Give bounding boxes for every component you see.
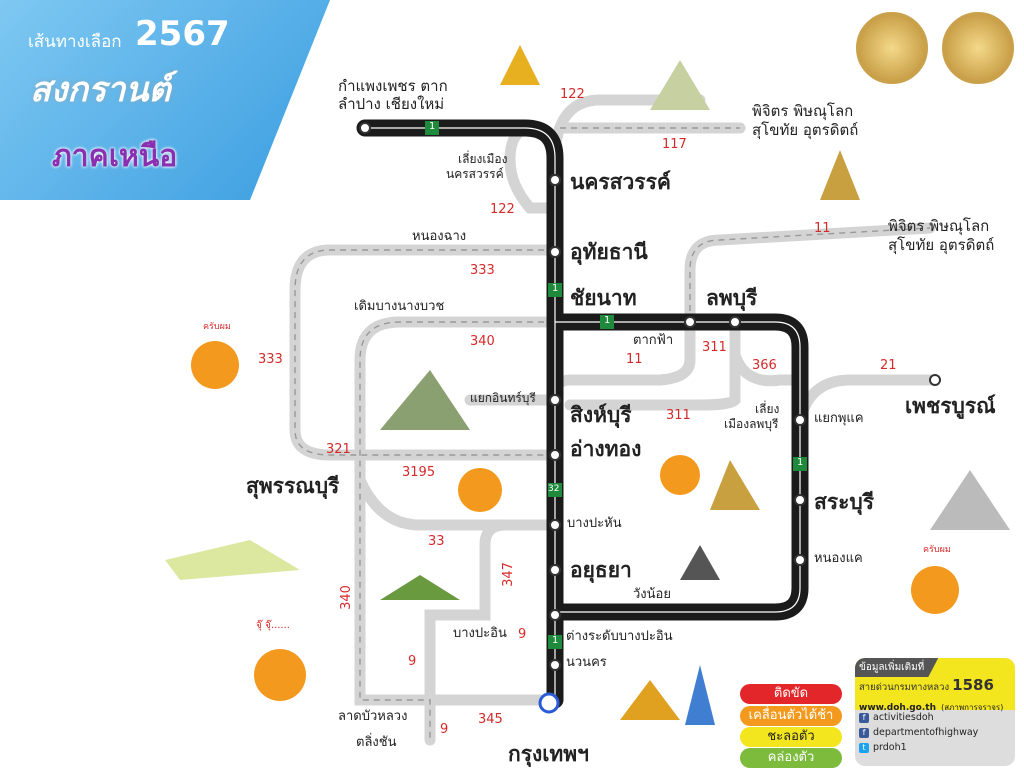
place-bangkok: กรุงเทพฯ bbox=[508, 742, 589, 766]
website-link[interactable]: www.doh.go.th bbox=[859, 703, 936, 713]
mascot-speech: ครับผม bbox=[923, 545, 951, 555]
facebook-name: activitiesdoh bbox=[873, 712, 934, 723]
place-nawanakorn: นวนคร bbox=[566, 655, 607, 670]
place-phetchabun: เพชรบูรณ์ bbox=[905, 394, 996, 418]
hotline-number[interactable]: 1586 bbox=[952, 676, 994, 694]
place-sukhothai-2: สุโขทัย อุตรดิตถ์ bbox=[888, 236, 995, 254]
highway-1-shield: 1 bbox=[429, 121, 436, 132]
mascot-icon bbox=[911, 566, 959, 614]
route-number: 366 bbox=[752, 358, 777, 373]
facebook-link-1[interactable]: f activitiesdoh bbox=[855, 710, 1015, 725]
route-number: 333 bbox=[258, 352, 283, 367]
place-phichit-2: พิจิตร พิษณุโลก bbox=[888, 217, 990, 235]
place-nakhonsawan: นครสวรรค์ bbox=[570, 170, 671, 194]
route-number: 33 bbox=[428, 534, 445, 549]
bangkok-pin-icon bbox=[538, 692, 560, 714]
banner-region: ภาคเหนือ bbox=[52, 139, 178, 174]
place-interchange: ต่างระดับบางปะอิน bbox=[566, 629, 673, 644]
highway-1-shield: 1 bbox=[604, 315, 611, 326]
place-sukhothai-1: สุโขทัย อุตรดิตถ์ bbox=[752, 121, 859, 139]
legend-free-flowing: คล่องตัว bbox=[740, 748, 842, 768]
mascot-icon bbox=[458, 468, 502, 512]
route-number: 122 bbox=[490, 202, 515, 217]
title-banner: เส้นทางเลือก 2567 สงกรานต์ ภาคเหนือ bbox=[0, 0, 330, 200]
highway-1-shield: 1 bbox=[552, 635, 559, 646]
route-number: 122 bbox=[560, 87, 585, 102]
place-nongkhae: หนองแค bbox=[814, 551, 863, 566]
highway-32-shield: 32 bbox=[548, 484, 560, 494]
place-bypass-ns: เลี่ยงเมือง bbox=[458, 152, 508, 166]
place-lopburi: ลพบุรี bbox=[706, 286, 758, 310]
route-number: 340 bbox=[338, 585, 354, 610]
place-wangnoi: วังน้อย bbox=[633, 587, 671, 602]
place-bypass-lb-2: เมืองลพบุรี bbox=[724, 417, 779, 431]
place-yaekphukhae: แยกพุแค bbox=[814, 411, 864, 426]
route-number: 321 bbox=[326, 442, 351, 457]
info-box: ข้อมูลเพิ่มเติมที่ สายด่วนกรมทางหลวง 158… bbox=[855, 658, 1015, 766]
place-singburi: สิงห์บุรี bbox=[570, 403, 632, 427]
hotline-label: สายด่วนกรมทางหลวง bbox=[859, 682, 950, 693]
route-number: 345 bbox=[478, 712, 503, 727]
place-kamphaeng: กำแพงเพชร ตาก bbox=[338, 77, 448, 95]
place-nongchang: หนองฉาง bbox=[412, 229, 467, 244]
place-yaekinburi: แยกอินทร์บุรี bbox=[470, 391, 536, 405]
mascot-speech: ครับผม bbox=[203, 322, 231, 332]
route-number: 21 bbox=[880, 358, 897, 373]
banner-subtitle: เส้นทางเลือก bbox=[28, 32, 122, 52]
facebook-name: departmentofhighway bbox=[873, 727, 979, 738]
place-ayutthaya: อยุธยา bbox=[570, 558, 632, 582]
seal-logo-2 bbox=[942, 12, 1014, 84]
place-suphan: สุพรรณบุรี bbox=[246, 474, 340, 498]
place-latbualuang: ลาดบัวหลวง bbox=[338, 709, 408, 724]
legend-slow-moving: เคลื่อนตัวได้ช้า bbox=[740, 706, 842, 726]
info-heading: ข้อมูลเพิ่มเติมที่ bbox=[855, 658, 939, 677]
place-bangpahan: บางปะหัน bbox=[567, 516, 622, 531]
twitter-name: prdoh1 bbox=[873, 742, 907, 753]
route-number: 9 bbox=[518, 627, 527, 642]
place-uthai: อุทัยธานี bbox=[570, 240, 648, 264]
twitter-link[interactable]: t prdoh1 bbox=[855, 740, 1015, 755]
route-number: 11 bbox=[814, 221, 831, 236]
place-bypass-lb: เลี่ยง bbox=[755, 402, 780, 416]
route-number: 311 bbox=[702, 340, 727, 355]
place-bangpain: บางปะอิน bbox=[453, 626, 507, 641]
route-number: 3195 bbox=[402, 465, 436, 480]
mascot-icon bbox=[660, 455, 700, 495]
highway-shield-icons bbox=[425, 121, 807, 649]
place-talingchan: ตลิ่งชัน bbox=[356, 735, 397, 750]
facebook-icon: f bbox=[859, 727, 869, 738]
route-number: 347 bbox=[500, 562, 516, 587]
route-number: 117 bbox=[662, 137, 687, 152]
facebook-link-2[interactable]: f departmentofhighway bbox=[855, 725, 1015, 740]
route-number: 11 bbox=[626, 352, 643, 367]
place-saraburi: สระบุรี bbox=[814, 490, 874, 514]
website-note: (สภาพการจราจร) bbox=[941, 703, 1004, 712]
route-number: 333 bbox=[470, 263, 495, 278]
route-number: 311 bbox=[666, 408, 691, 423]
seal-logo-1 bbox=[856, 12, 928, 84]
place-angthong: อ่างทอง bbox=[570, 437, 642, 461]
mascot-icon bbox=[254, 649, 306, 701]
legend-jammed: ติดขัด bbox=[740, 684, 842, 704]
mascot-icon bbox=[191, 341, 239, 389]
highway-1-shield: 1 bbox=[552, 283, 559, 294]
place-takfa: ตากฟ้า bbox=[633, 333, 674, 348]
route-number: 340 bbox=[470, 334, 495, 349]
place-doembang: เดิมบางนางบวช bbox=[354, 299, 445, 314]
mascot-speech: จุ๊ จุ๊...... bbox=[256, 620, 290, 631]
facebook-icon: f bbox=[859, 712, 869, 723]
banner-festival: สงกรานต์ bbox=[30, 70, 171, 110]
twitter-icon: t bbox=[859, 742, 869, 753]
highway-1-shield: 1 bbox=[797, 457, 804, 468]
route-number: 9 bbox=[440, 722, 449, 737]
place-bypass-ns-2: นครสวรรค์ bbox=[446, 167, 504, 181]
place-chainat: ชัยนาท bbox=[570, 286, 637, 310]
place-lampang: ลำปาง เชียงใหม่ bbox=[338, 95, 445, 113]
route-number: 9 bbox=[408, 654, 417, 669]
legend-slowing: ชะลอตัว bbox=[740, 727, 842, 747]
place-phichit-1: พิจิตร พิษณุโลก bbox=[752, 102, 854, 120]
banner-year: 2567 bbox=[135, 14, 230, 54]
